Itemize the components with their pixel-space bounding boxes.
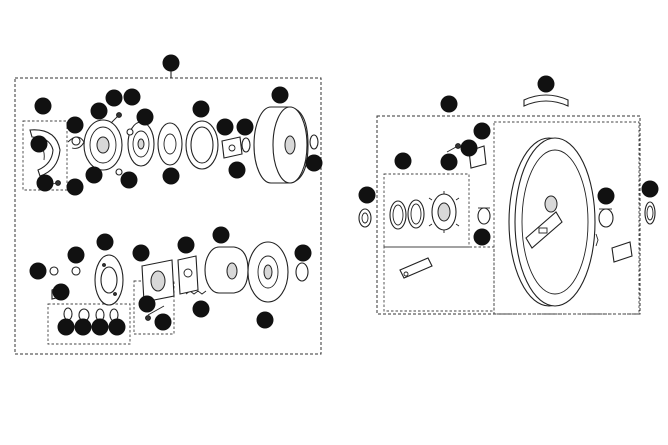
callout-marker	[66, 178, 84, 196]
right-spacer-part	[598, 208, 614, 228]
end-washer-part	[309, 134, 319, 150]
right-seal-ring-part	[644, 201, 656, 225]
left-assembly	[14, 66, 322, 355]
cam-bolt-part	[145, 305, 165, 321]
callout-marker	[96, 233, 114, 251]
screw-part	[110, 112, 122, 124]
lever-part	[399, 257, 433, 279]
callout-marker	[105, 89, 123, 107]
callout-marker	[136, 108, 154, 126]
callout-marker	[473, 228, 491, 246]
callout-markers	[29, 54, 659, 336]
main-wheel-part	[508, 137, 596, 307]
callout-marker	[537, 75, 555, 93]
small-spring-part	[595, 233, 599, 247]
cam-plate-part	[141, 259, 175, 303]
left-assembly-frame	[14, 77, 322, 355]
nut-part	[241, 137, 251, 153]
callout-marker	[305, 154, 323, 172]
callout-marker	[177, 236, 195, 254]
callout-marker	[192, 100, 210, 118]
right-assembly	[358, 94, 656, 315]
clutch-drum-part	[204, 246, 249, 294]
callout-marker	[212, 226, 230, 244]
bracket-part	[221, 136, 243, 159]
left-seal-ring-part	[358, 208, 372, 228]
callout-marker	[120, 171, 138, 189]
brake-band-part	[185, 120, 219, 170]
hub-flange-part	[94, 254, 124, 306]
callout-marker	[294, 244, 312, 262]
link-plate-part	[177, 255, 199, 295]
callout-marker	[256, 311, 274, 329]
right-assembly-frame	[376, 115, 641, 315]
bolt-part	[446, 143, 461, 153]
washer-part	[49, 266, 81, 276]
drum-wheel-part	[253, 106, 309, 184]
bearings-row-part	[63, 307, 119, 322]
callout-marker	[29, 262, 47, 280]
callout-marker	[236, 118, 254, 136]
sprocket-flange-part	[127, 121, 155, 167]
right-inner-frame	[383, 246, 495, 312]
pulley-sleeve-part	[295, 262, 309, 282]
callout-marker	[34, 97, 52, 115]
callout-marker	[394, 152, 412, 170]
bushing-part	[477, 207, 491, 225]
callout-marker	[597, 187, 615, 205]
callout-marker	[440, 153, 458, 171]
callout-marker	[90, 102, 108, 120]
bearing-group-frame	[47, 303, 131, 345]
callout-marker	[473, 122, 491, 140]
callout-marker	[74, 318, 92, 336]
callout-marker	[57, 318, 75, 336]
callout-marker	[358, 186, 376, 204]
callout-marker	[108, 318, 126, 336]
callout-marker	[641, 180, 659, 198]
callout-marker	[162, 54, 180, 72]
callout-marker	[228, 161, 246, 179]
callout-marker	[440, 95, 458, 113]
callout-marker	[66, 116, 84, 134]
callout-marker	[52, 283, 70, 301]
callout-marker	[460, 139, 478, 157]
callout-marker	[154, 313, 172, 331]
brake-shoe-part	[29, 129, 61, 177]
callout-marker	[216, 118, 234, 136]
spring-clip-part	[67, 136, 85, 149]
o-rings-part	[389, 199, 425, 230]
plate-disc-part	[157, 122, 183, 166]
callout-marker	[30, 135, 48, 153]
hub-disc-part	[83, 119, 123, 171]
small-washer-part	[115, 128, 134, 176]
callout-marker	[132, 244, 150, 262]
sprocket-gear-part	[428, 191, 460, 233]
callout-marker	[123, 88, 141, 106]
callout-marker	[85, 166, 103, 184]
callout-marker	[91, 318, 109, 336]
callout-marker	[192, 300, 210, 318]
callout-marker	[162, 167, 180, 185]
callout-marker	[67, 246, 85, 264]
right-bracket-part	[611, 241, 633, 263]
callout-marker	[138, 295, 156, 313]
callout-marker	[271, 86, 289, 104]
callout-marker	[36, 174, 54, 192]
belt-segment-part	[523, 94, 569, 107]
pulley-group-frame	[493, 121, 640, 315]
pulley-part	[247, 241, 289, 303]
